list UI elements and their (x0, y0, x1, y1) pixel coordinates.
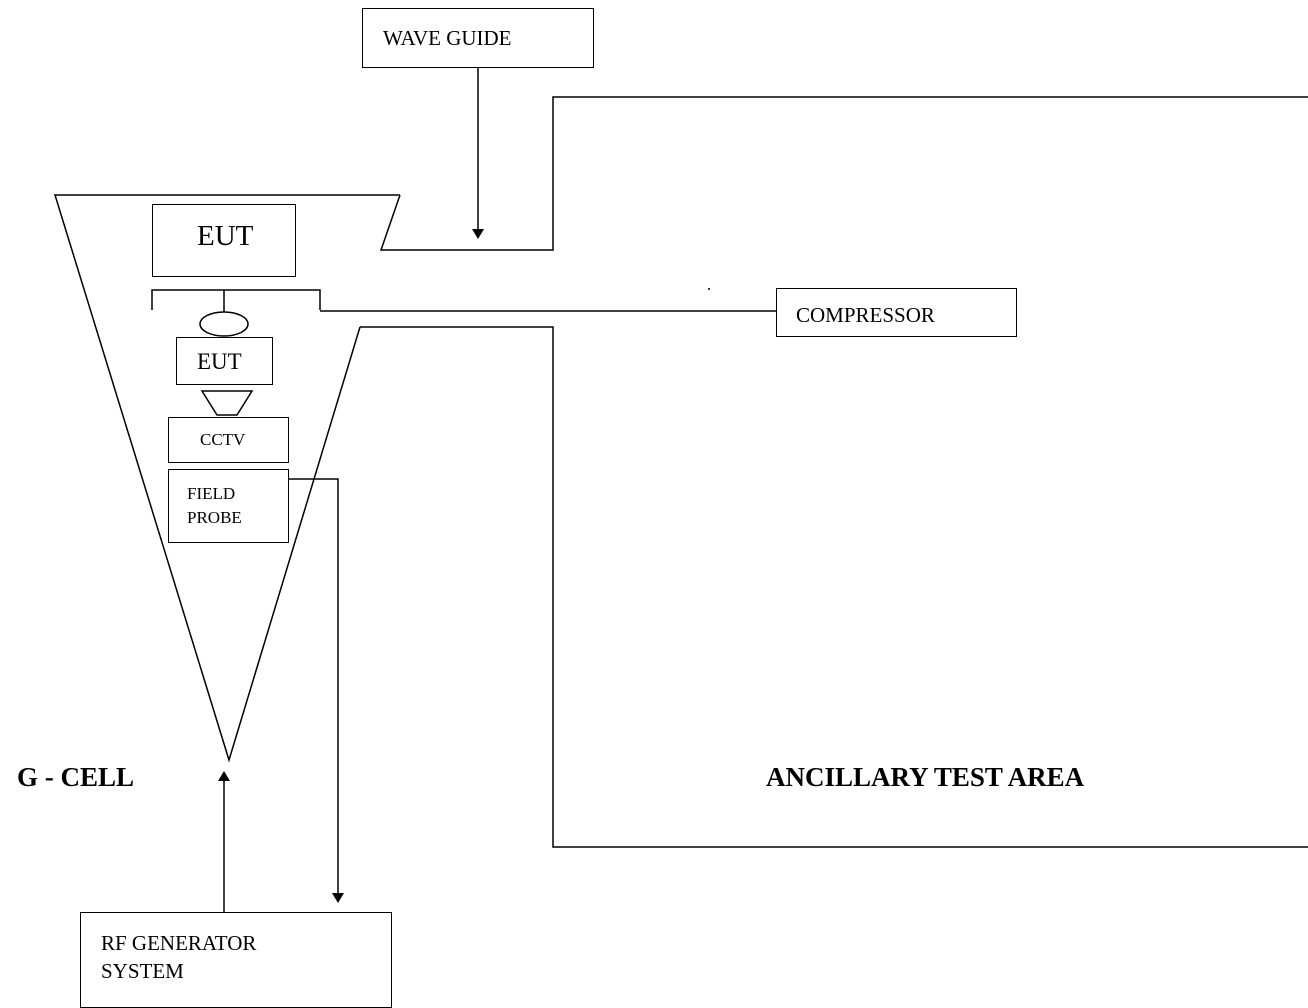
ancillary-area-enclosure (379, 96, 1308, 251)
field-probe-label-line1: FIELD (187, 484, 236, 503)
wave-guide-label: WAVE GUIDE (383, 26, 512, 50)
field-probe-label-line2: PROBE (187, 508, 242, 527)
compressor-box: COMPRESSOR (776, 288, 1017, 337)
g-cell-cone (53, 194, 400, 763)
rf-generator-label-line1: RF GENERATOR (101, 931, 257, 955)
eut-top-label: EUT (197, 220, 254, 252)
mount-pivot (199, 311, 249, 337)
g-cell-label: G - CELL (17, 762, 135, 792)
camera-lens (200, 390, 254, 416)
field-probe-line (289, 478, 344, 903)
eut-box-top: EUT (152, 204, 296, 277)
field-probe-box: FIELD PROBE (168, 469, 289, 543)
cctv-label: CCTV (200, 430, 246, 449)
rf-generator-box: RF GENERATOR SYSTEM (80, 912, 392, 1008)
rf-generator-label-line2: SYSTEM (101, 959, 184, 983)
ancillary-test-area-label: ANCILLARY TEST AREA (766, 762, 1085, 792)
ancillary-area-enclosure-lower (360, 326, 1308, 848)
stray-dot (708, 288, 710, 290)
cctv-box: CCTV (168, 417, 289, 463)
eut-support-bracket (151, 289, 321, 310)
compressor-label: COMPRESSOR (796, 303, 935, 327)
wave-guide-box: WAVE GUIDE (362, 8, 594, 68)
eut-inner-label: EUT (197, 349, 242, 374)
eut-box-inner: EUT (176, 337, 273, 385)
